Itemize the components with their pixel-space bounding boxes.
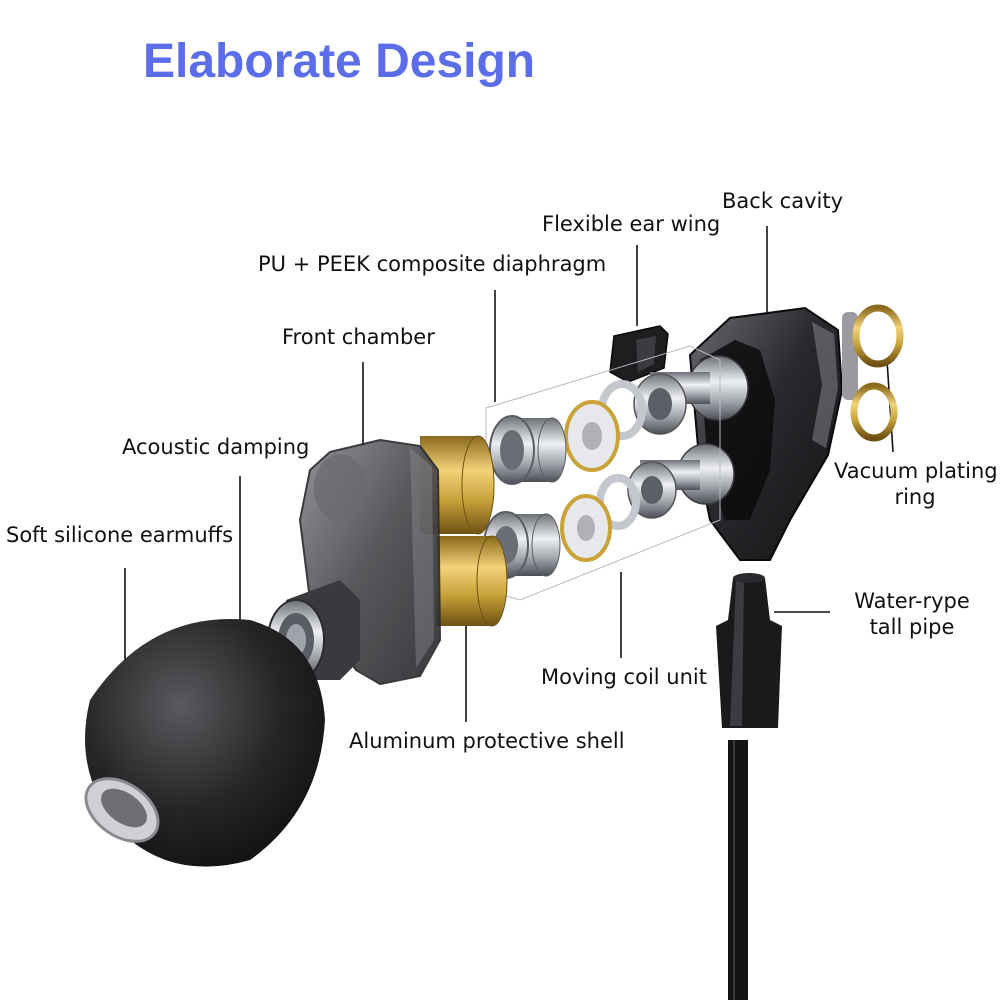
label-tall-pipe-line2: tall pipe bbox=[869, 615, 955, 639]
aluminum-protective-shells bbox=[483, 415, 567, 579]
label-acoustic-damping: Acoustic damping bbox=[122, 435, 310, 459]
gold-cylinders bbox=[420, 435, 508, 627]
tall-pipe bbox=[716, 573, 782, 728]
back-cavity-shell bbox=[688, 306, 844, 561]
label-diaphragm: PU + PEEK composite diaphragm bbox=[258, 252, 607, 276]
vacuum-plating-rings bbox=[842, 304, 904, 442]
label-back-cavity: Back cavity bbox=[722, 189, 843, 213]
label-vacuum-ring: Vacuum plating ring bbox=[834, 458, 998, 510]
page-title: Elaborate Design bbox=[143, 35, 536, 88]
label-vacuum-ring-line2: ring bbox=[894, 485, 936, 509]
nozzle bbox=[267, 580, 360, 681]
label-aluminum-shell: Aluminum protective shell bbox=[349, 729, 625, 753]
label-flexible-ear-wing: Flexible ear wing bbox=[542, 212, 721, 236]
label-tall-pipe-line1: Water-rype bbox=[854, 589, 970, 613]
leader-lines bbox=[124, 226, 894, 722]
cable bbox=[728, 740, 748, 1000]
flexible-ear-wing bbox=[609, 325, 669, 383]
diaphragms bbox=[560, 400, 620, 562]
label-tall-pipe: Water-rype tall pipe bbox=[842, 588, 982, 640]
label-front-chamber: Front chamber bbox=[282, 325, 435, 349]
label-moving-coil: Moving coil unit bbox=[541, 665, 707, 689]
label-vacuum-ring-line1: Vacuum plating bbox=[834, 459, 998, 483]
silicone-ear-tip bbox=[84, 619, 325, 867]
label-earmuffs: Soft silicone earmuffs bbox=[6, 523, 234, 547]
